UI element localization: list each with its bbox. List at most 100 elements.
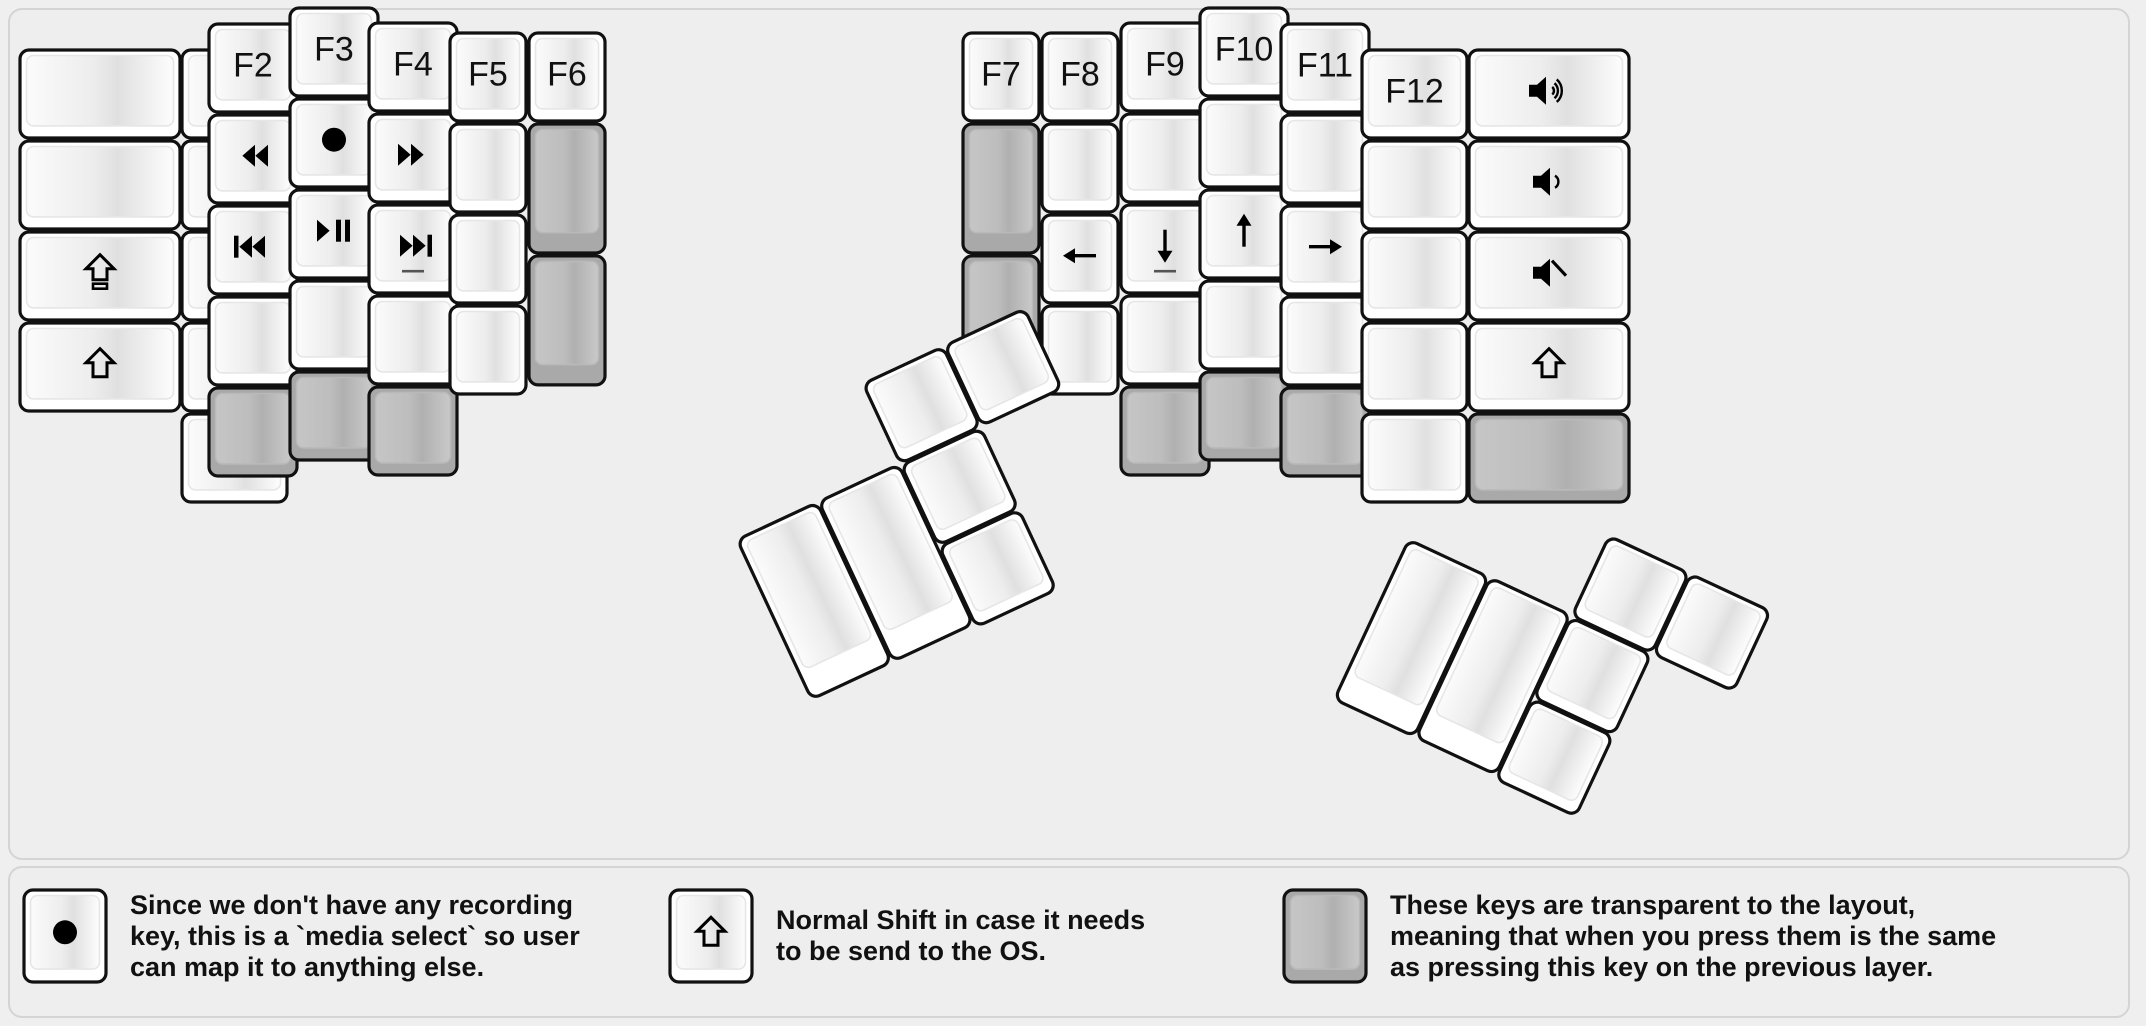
key-right-c2-r2[interactable] (1040, 122, 1120, 214)
key-right-c6-r5[interactable] (1360, 412, 1469, 504)
key-face (1126, 391, 1204, 464)
key-left-next-track[interactable] (367, 203, 459, 295)
key-face (295, 194, 373, 267)
key-face (1205, 103, 1283, 176)
key-left-c1-r3[interactable] (18, 230, 182, 322)
key-left-media-select[interactable] (288, 97, 380, 189)
key-face (1367, 327, 1462, 400)
key-right-arrow-down[interactable] (1119, 203, 1211, 295)
key-right-c6-r3[interactable] (1360, 230, 1469, 322)
key-left-c5-r4[interactable] (367, 294, 459, 386)
key-left-rewind[interactable] (207, 113, 299, 205)
key-left-c6-r4[interactable] (448, 304, 528, 396)
key-right-c3-r4[interactable] (1119, 294, 1211, 386)
key-left-c7-r3[interactable] (527, 254, 607, 387)
legend-key-svg (668, 888, 754, 984)
key-face (1367, 236, 1462, 309)
legend-transparent-key-key[interactable] (1280, 886, 1370, 986)
homing-bar (402, 269, 424, 273)
key-left-f4[interactable]: F4 (367, 21, 459, 113)
key-left-c1-r2[interactable] (18, 139, 182, 231)
key-right-c3-r2[interactable] (1119, 112, 1211, 204)
key-left-thumb-1[interactable] (737, 503, 891, 700)
left-col-7: F6 (527, 31, 607, 387)
key-left-f3[interactable]: F3 (288, 6, 380, 98)
key-left-c6-r3[interactable] (448, 213, 528, 305)
key-right-c5-r4[interactable] (1279, 295, 1371, 387)
key-left-c4-r4[interactable] (288, 279, 380, 371)
right-col-2: F8 (1040, 31, 1120, 396)
key-left-c3-r5[interactable] (207, 386, 299, 478)
key-right-c3-r5[interactable] (1119, 385, 1211, 477)
key-face (1474, 418, 1624, 491)
key-left-thumb-2[interactable] (819, 465, 973, 662)
key-label: F10 (1215, 31, 1274, 69)
key-right-c6-r2[interactable] (1360, 139, 1469, 231)
key-left-play-pause[interactable] (288, 188, 380, 280)
key-left-c6-r2[interactable] (448, 122, 528, 214)
homing-bar (1154, 269, 1176, 273)
key-right-arrow-up[interactable] (1198, 188, 1290, 280)
key-right-f8[interactable]: F8 (1040, 31, 1120, 123)
key-left-c1-r4[interactable] (18, 321, 182, 413)
key-face (1367, 418, 1462, 491)
key-right-c5-r5[interactable] (1279, 386, 1371, 478)
key-right-arrow-right[interactable] (1279, 204, 1371, 296)
legend-transparent-key-text: These keys are transparent to the layout… (1390, 889, 1997, 982)
key-right-f12[interactable]: F12 (1360, 48, 1469, 140)
key-right-f7[interactable]: F7 (961, 31, 1041, 123)
legend-transparent-key-keycap[interactable] (1282, 888, 1368, 984)
key-right-c4-r2[interactable] (1198, 97, 1290, 189)
key-left-thumb-3[interactable] (863, 347, 980, 464)
key-left-c4-r5[interactable] (288, 370, 380, 462)
key-right-c1-r2[interactable] (961, 122, 1041, 255)
key-right-volume-mute[interactable] (1467, 230, 1631, 322)
legend-media-select-key[interactable] (20, 886, 110, 986)
key-left-thumb-6[interactable] (939, 510, 1056, 627)
key-face (534, 128, 600, 234)
legend-normal-shift-keycap[interactable] (668, 888, 754, 984)
key-right-thumb-5[interactable] (1534, 618, 1651, 735)
key-right-thumb-1[interactable] (1334, 540, 1488, 737)
key-left-c7-r2[interactable] (527, 122, 607, 255)
key-right-f9[interactable]: F9 (1119, 21, 1211, 113)
key-right-f11[interactable]: F11 (1279, 22, 1371, 114)
key-left-c3-r4[interactable] (207, 295, 299, 387)
key-left-f2[interactable]: F2 (207, 22, 299, 114)
key-right-c5-r2[interactable] (1279, 113, 1371, 205)
key-right-c7-r5[interactable] (1467, 412, 1631, 504)
legend-key-svg (22, 888, 108, 984)
key-right-thumb-6[interactable] (1496, 699, 1613, 816)
key-right-c6-r4[interactable] (1360, 321, 1469, 413)
key-face (675, 894, 747, 970)
key-left-f5[interactable]: F5 (448, 31, 528, 123)
key-right-c4-r5[interactable] (1198, 370, 1290, 462)
key-left-prev-track[interactable] (207, 204, 299, 296)
left-col-6: F5 (448, 31, 528, 396)
key-left-fast-forward[interactable] (367, 112, 459, 204)
key-right-thumb-3[interactable] (1572, 536, 1689, 653)
key-right-volume-down[interactable] (1467, 139, 1631, 231)
legend-normal-shift-key[interactable] (666, 886, 756, 986)
key-label: F9 (1145, 46, 1185, 84)
key-right-f10[interactable]: F10 (1198, 6, 1290, 98)
key-right-c4-r4[interactable] (1198, 279, 1290, 371)
key-right-volume-up[interactable] (1467, 48, 1631, 140)
key-left-thumb-5[interactable] (901, 428, 1018, 545)
volume-mute-icon (1533, 258, 1568, 287)
key-face (1367, 54, 1462, 127)
key-right-c2-r4[interactable] (1040, 304, 1120, 396)
key-right-thumb-2[interactable] (1416, 578, 1570, 775)
key-right-arrow-left[interactable] (1040, 213, 1120, 305)
key-left-c1-r1[interactable] (18, 48, 182, 140)
key-right-thumb-4[interactable] (1654, 574, 1771, 691)
key-left-c5-r5[interactable] (367, 385, 459, 477)
left-thumb-cluster (737, 309, 1062, 700)
key-face (948, 519, 1044, 612)
key-left-thumb-4[interactable] (945, 309, 1062, 426)
legend-media-select-keycap[interactable] (22, 888, 108, 984)
key-left-f6[interactable]: F6 (527, 31, 607, 123)
key-right-shift[interactable] (1467, 321, 1631, 413)
